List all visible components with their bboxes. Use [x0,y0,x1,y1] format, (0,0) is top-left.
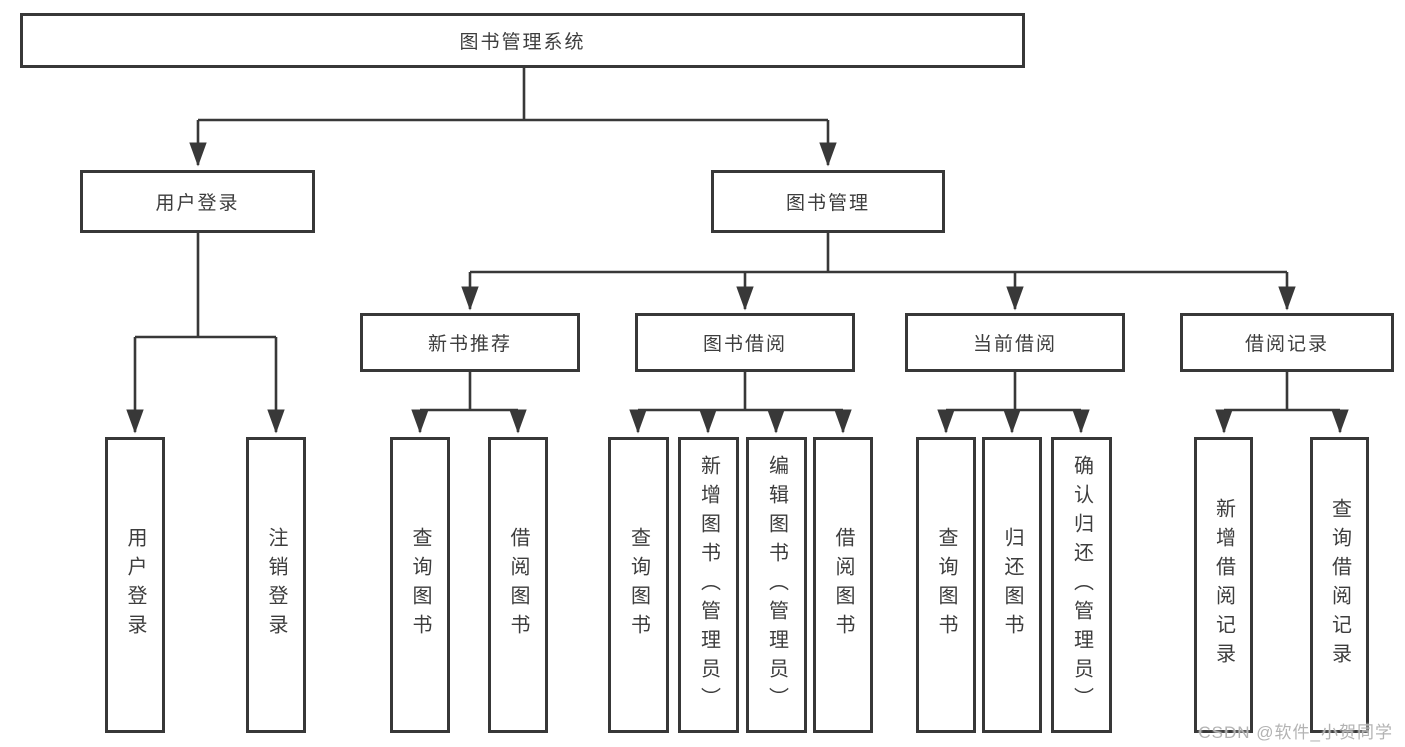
leaf-query-books-3-label: 查询图书 [935,527,957,643]
connector-root-trunk [198,68,828,122]
leaf-user-login: 用户登录 [105,437,165,733]
leaf-return-books-label: 归还图书 [1001,527,1023,643]
leaf-add-book-admin: 新增图书（管理员） [678,437,739,733]
connector-borrow-records-trunk [1224,372,1340,412]
node-current-borrow: 当前借阅 [905,313,1125,372]
node-root-label: 图书管理系统 [459,32,586,53]
node-borrow-records-label: 借阅记录 [1244,334,1329,355]
node-user-login: 用户登录 [80,170,315,233]
leaf-query-books-1-label: 查询图书 [409,527,431,643]
leaf-edit-book-admin-label: 编辑图书（管理员） [765,454,788,716]
leaf-confirm-return-admin-label: 确认归还（管理员） [1070,454,1093,716]
leaf-borrow-books-2-label: 借阅图书 [832,527,854,643]
leaf-query-books-2-label: 查询图书 [627,527,650,643]
node-new-book-recommend-label: 新书推荐 [427,334,512,355]
leaf-borrow-books-1-label: 借阅图书 [507,527,529,643]
leaf-borrow-books-2: 借阅图书 [813,437,873,733]
node-book-management-label: 图书管理 [785,193,870,214]
leaf-query-books-1: 查询图书 [390,437,450,733]
node-book-management: 图书管理 [711,170,945,233]
leaf-add-book-admin-label: 新增图书（管理员） [697,454,720,716]
node-borrow-records: 借阅记录 [1180,313,1394,372]
leaf-query-borrow-record: 查询借阅记录 [1310,437,1369,733]
connector-group [126,68,1349,434]
leaf-add-borrow-record: 新增借阅记录 [1194,437,1253,733]
leaf-logout-label: 注销登录 [265,527,287,643]
leaf-edit-book-admin: 编辑图书（管理员） [746,437,807,733]
node-root-library-system: 图书管理系统 [20,13,1025,68]
leaf-user-login-label: 用户登录 [124,527,146,643]
connector-book-mgmt-trunk [470,233,1287,274]
csdn-watermark: CSDN @软件_小贺同学 [1198,723,1393,742]
leaf-add-borrow-record-label: 新增借阅记录 [1212,498,1235,672]
connector-current-borrow-trunk [946,372,1081,412]
leaf-return-books: 归还图书 [982,437,1042,733]
leaf-query-books-2: 查询图书 [608,437,669,733]
leaf-query-borrow-record-label: 查询借阅记录 [1328,498,1351,672]
node-current-borrow-label: 当前借阅 [972,334,1057,355]
connector-book-borrow-trunk [638,372,843,412]
connector-user-login-trunk [135,233,276,339]
node-new-book-recommend: 新书推荐 [360,313,580,372]
leaf-borrow-books-1: 借阅图书 [488,437,548,733]
connector-new-book-trunk [420,372,518,412]
node-user-login-label: 用户登录 [155,193,240,214]
leaf-query-books-3: 查询图书 [916,437,976,733]
leaf-logout: 注销登录 [246,437,306,733]
node-book-borrow: 图书借阅 [635,313,855,372]
leaf-confirm-return-admin: 确认归还（管理员） [1051,437,1112,733]
node-book-borrow-label: 图书借阅 [702,334,787,355]
